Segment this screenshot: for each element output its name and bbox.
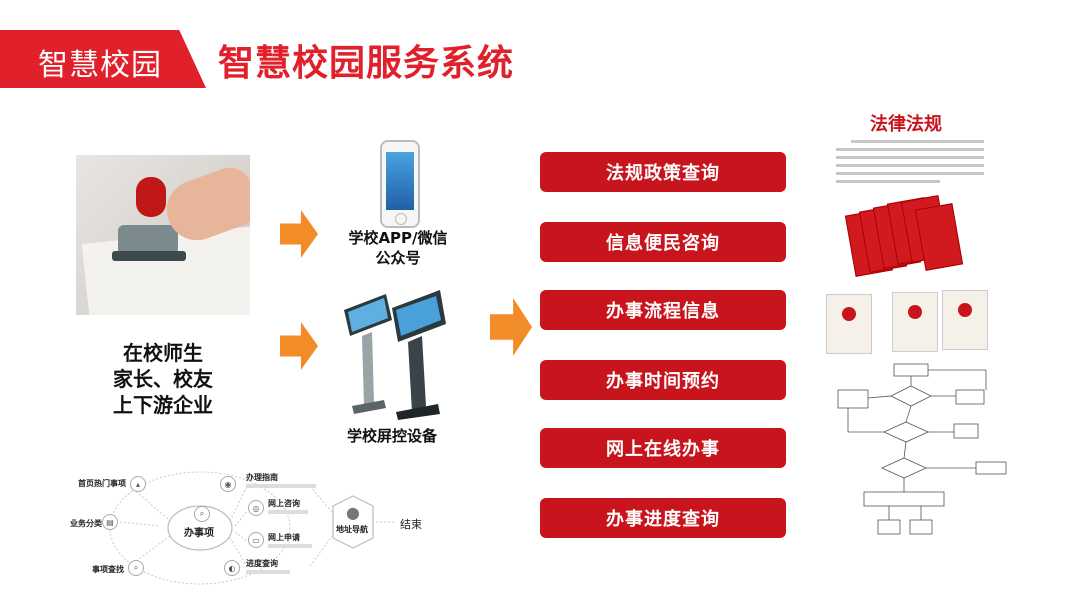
diagram-left-item: 事项查找	[92, 565, 124, 574]
app-label: 学校APP/微信 公众号	[328, 228, 468, 268]
app-label-line: 学校APP/微信	[348, 229, 448, 247]
diagram-subtext	[246, 570, 290, 574]
diagram-right-item: 办理指南	[246, 473, 278, 482]
diagram-center-label: 办事项	[184, 528, 214, 539]
diagram-end-label: 结束	[400, 518, 422, 531]
search-icon: ⌕	[194, 506, 210, 522]
page-title: 智慧校园服务系统	[218, 43, 515, 84]
kiosk-icon	[344, 290, 446, 420]
arrow-right-icon	[490, 298, 532, 356]
user-group-line: 在校师生	[123, 341, 203, 365]
diagram-left-item: 首页热门事项	[78, 479, 126, 488]
stamp-photo	[76, 155, 250, 315]
diagram-right-item: 进度查询	[246, 559, 278, 568]
stamp-base-graphic	[112, 251, 186, 261]
user-group-line: 家长、校友	[113, 367, 213, 391]
search-icon: ⌕	[128, 560, 144, 576]
phone-screen	[386, 152, 414, 210]
diagram-right-item: 网上咨询	[268, 499, 300, 508]
diagram-left-item: 业务分类	[70, 519, 102, 528]
flowchart-image	[836, 362, 1012, 538]
arrow-right-icon	[280, 210, 318, 258]
phone-home-button	[395, 213, 407, 225]
guide-icon: ◉	[220, 476, 236, 492]
diagram-nav-label: 地址导航	[336, 525, 368, 534]
chat-icon: ◎	[248, 500, 264, 516]
header-band	[0, 30, 206, 88]
monitor-icon: ▭	[248, 532, 264, 548]
user-group-line: 上下游企业	[113, 393, 213, 417]
law-text-block	[836, 140, 984, 188]
diagram-right-item: 网上申请	[268, 533, 300, 542]
white-books-image	[826, 290, 988, 356]
service-button-process-info[interactable]: 办事流程信息	[540, 290, 786, 330]
diagram-subtext	[268, 510, 308, 514]
category-icon: ▤	[102, 514, 118, 530]
user-groups: 在校师生 家长、校友 上下游企业	[76, 340, 250, 418]
service-button-progress-query[interactable]: 办事进度查询	[540, 498, 786, 538]
red-books-image	[844, 195, 964, 282]
service-button-online-service[interactable]: 网上在线办事	[540, 428, 786, 468]
kiosk-label: 学校屏控设备	[346, 427, 437, 445]
service-button-appointment[interactable]: 办事时间预约	[540, 360, 786, 400]
service-button-law-query[interactable]: 法规政策查询	[540, 152, 786, 192]
diagram-subtext	[246, 484, 316, 488]
service-button-info-consult[interactable]: 信息便民咨询	[540, 222, 786, 262]
location-pin-icon: ⬤	[346, 506, 360, 520]
arrow-right-icon	[280, 322, 318, 370]
fire-icon: ▴	[130, 476, 146, 492]
diagram-subtext	[268, 544, 312, 548]
stamp-handle-graphic	[136, 177, 166, 217]
process-diagram: 办事项 ⌕ 首页热门事项 ▴ 业务分类 ▤ 事项查找 ⌕ ◉ 办理指南 ◎ 网上…	[70, 466, 440, 592]
progress-icon: ◐	[224, 560, 240, 576]
app-label-line: 公众号	[375, 249, 421, 267]
phone-icon	[380, 140, 420, 228]
law-title: 法律法规	[870, 114, 942, 135]
header-tag: 智慧校园	[38, 48, 162, 83]
stamp-body-graphic	[118, 225, 178, 255]
